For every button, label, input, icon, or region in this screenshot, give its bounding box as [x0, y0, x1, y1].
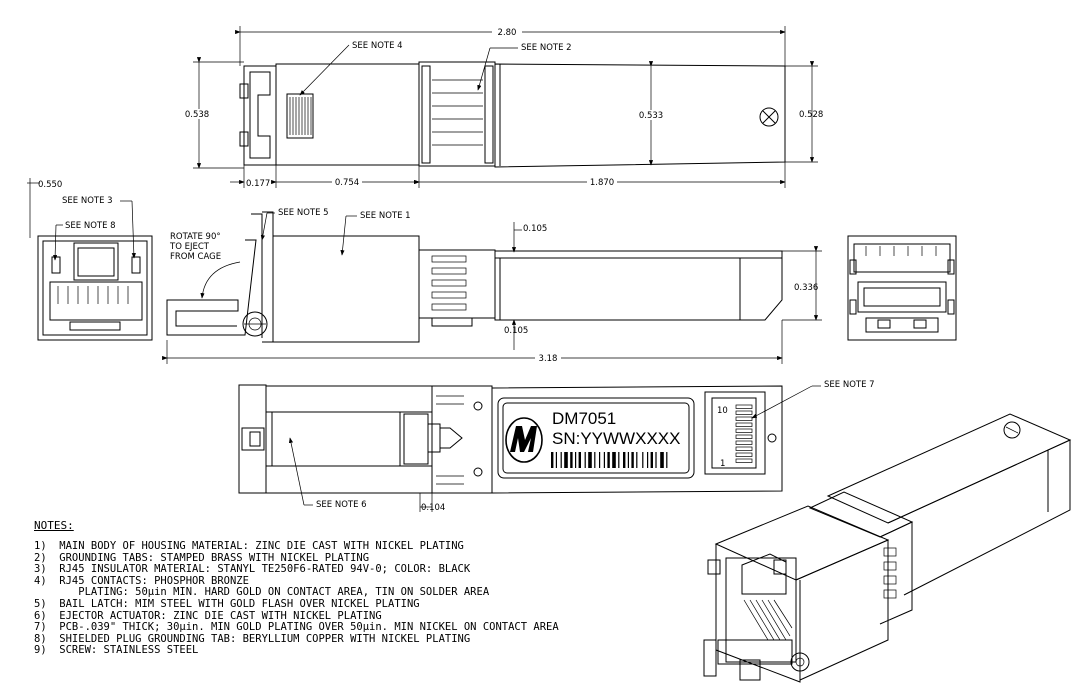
barcode-bar	[618, 452, 620, 468]
barcode-bar	[584, 452, 586, 468]
callout-note-2: SEE NOTE 2	[521, 43, 572, 53]
barcode-bar	[588, 452, 592, 468]
rotate-text-1: ROTATE 90°	[170, 232, 221, 242]
side-view: ROTATE 90° TO EJECT FROM CAGE 0.105 0.10…	[162, 208, 822, 364]
note-line: 2) GROUNDING TABS: STAMPED BRASS WITH NI…	[34, 551, 370, 564]
dim-height-right: 0.528	[799, 110, 823, 120]
dim-bottom-offset: 0.104	[421, 503, 445, 513]
pcb-pad	[735, 416, 753, 421]
pcb-pad	[735, 422, 753, 427]
barcode-bar	[631, 452, 634, 468]
callout-note-7: SEE NOTE 7	[824, 380, 875, 390]
note-line: 8) SHIELDED PLUG GROUNDING TAB: BERYLLIU…	[34, 632, 471, 645]
barcode-bar	[623, 452, 626, 468]
barcode-bar	[551, 452, 554, 468]
notes-heading: NOTES:	[34, 519, 74, 532]
barcode-bar	[627, 452, 629, 468]
dim-side-bottom: 0.105	[504, 326, 528, 336]
pcb-pad	[735, 440, 753, 445]
callout-note-5: SEE NOTE 5	[278, 208, 329, 218]
barcode-bar	[655, 452, 657, 468]
note-line: 1) MAIN BODY OF HOUSING MATERIAL: ZINC D…	[34, 540, 464, 552]
notes-list: 1) MAIN BODY OF HOUSING MATERIAL: ZINC D…	[34, 540, 674, 657]
pcb-pad	[735, 428, 753, 433]
barcode-bar	[647, 452, 649, 468]
barcode-bar	[666, 452, 668, 468]
barcode-bar	[560, 452, 562, 468]
dim-front-width: 0.550	[38, 180, 62, 190]
isometric-view	[703, 413, 1072, 683]
pcb-pin-top: 10	[717, 406, 728, 416]
front-view: 0.550 SEE NOTE 3 SEE NOTE 8	[27, 178, 153, 341]
dim-height-left: 0.538	[185, 110, 209, 120]
dim-seg-b: 0.754	[335, 178, 359, 188]
barcode-bar	[578, 452, 581, 468]
dim-seg-c: 1.870	[590, 178, 614, 188]
callout-note-4: SEE NOTE 4	[352, 41, 403, 51]
note-line: 9) SCREW: STAINLESS STEEL	[34, 644, 199, 657]
notes-block: NOTES: 1) MAIN BODY OF HOUSING MATERIAL:…	[34, 519, 674, 657]
dim-height-mid: 0.533	[639, 111, 663, 121]
rear-view	[847, 235, 957, 341]
barcode-bar	[575, 452, 577, 468]
barcode-bar	[660, 452, 664, 468]
barcode-bar	[612, 452, 616, 468]
dim-side-length: 3.18	[539, 354, 558, 364]
pcb-pad	[735, 446, 753, 451]
barcode	[551, 452, 668, 468]
bottom-view: DM7051 SN:YYWWXXXX 10 1 0.104 SEE NOTE 6…	[238, 380, 875, 513]
callout-note-8: SEE NOTE 8	[65, 221, 116, 231]
pcb-pad	[735, 458, 753, 463]
barcode-bar	[599, 452, 601, 468]
note-line: PLATING: 50µin MIN. HARD GOLD ON CONTACT…	[34, 586, 490, 599]
barcode-bar	[642, 452, 644, 468]
barcode-bar	[564, 452, 568, 468]
pcb-pad	[735, 410, 753, 415]
barcode-bar	[594, 452, 596, 468]
pcb-pad	[735, 404, 753, 409]
top-view: 2.80	[182, 26, 823, 189]
barcode-bar	[636, 452, 638, 468]
note-line: 7) PCB-.039" THICK; 30µin. MIN GOLD PLAT…	[34, 621, 559, 634]
pcb-pad	[735, 452, 753, 457]
callout-note-1: SEE NOTE 1	[360, 211, 411, 221]
pcb-pin-bottom: 1	[720, 459, 725, 469]
pcb-pad	[735, 434, 753, 439]
note-line: 4) RJ45 CONTACTS: PHOSPHOR BRONZE	[34, 574, 249, 587]
dim-side-height: 0.336	[794, 283, 818, 293]
barcode-bar	[607, 452, 610, 468]
barcode-bar	[650, 452, 653, 468]
dim-side-top: 0.105	[523, 224, 547, 234]
label-serial: SN:YYWWXXXX	[552, 429, 680, 448]
dim-overall-length: 2.80	[498, 28, 517, 38]
barcode-bar	[555, 452, 557, 468]
barcode-bar	[603, 452, 605, 468]
note-line: 3) RJ45 INSULATOR MATERIAL: STANYL TE250…	[34, 563, 471, 576]
note-line: 6) EJECTOR ACTUATOR: ZINC DIE CAST WITH …	[34, 609, 382, 622]
callout-note-6: SEE NOTE 6	[316, 500, 367, 510]
rotate-text-2: TO EJECT	[169, 242, 210, 252]
dim-seg-a: 0.177	[246, 179, 270, 189]
rotate-text-3: FROM CAGE	[170, 252, 221, 262]
note-line: 5) BAIL LATCH: MIM STEEL WITH GOLD FLASH…	[34, 597, 420, 610]
callout-note-3: SEE NOTE 3	[62, 196, 113, 206]
label-model: DM7051	[552, 409, 616, 428]
barcode-bar	[570, 452, 573, 468]
